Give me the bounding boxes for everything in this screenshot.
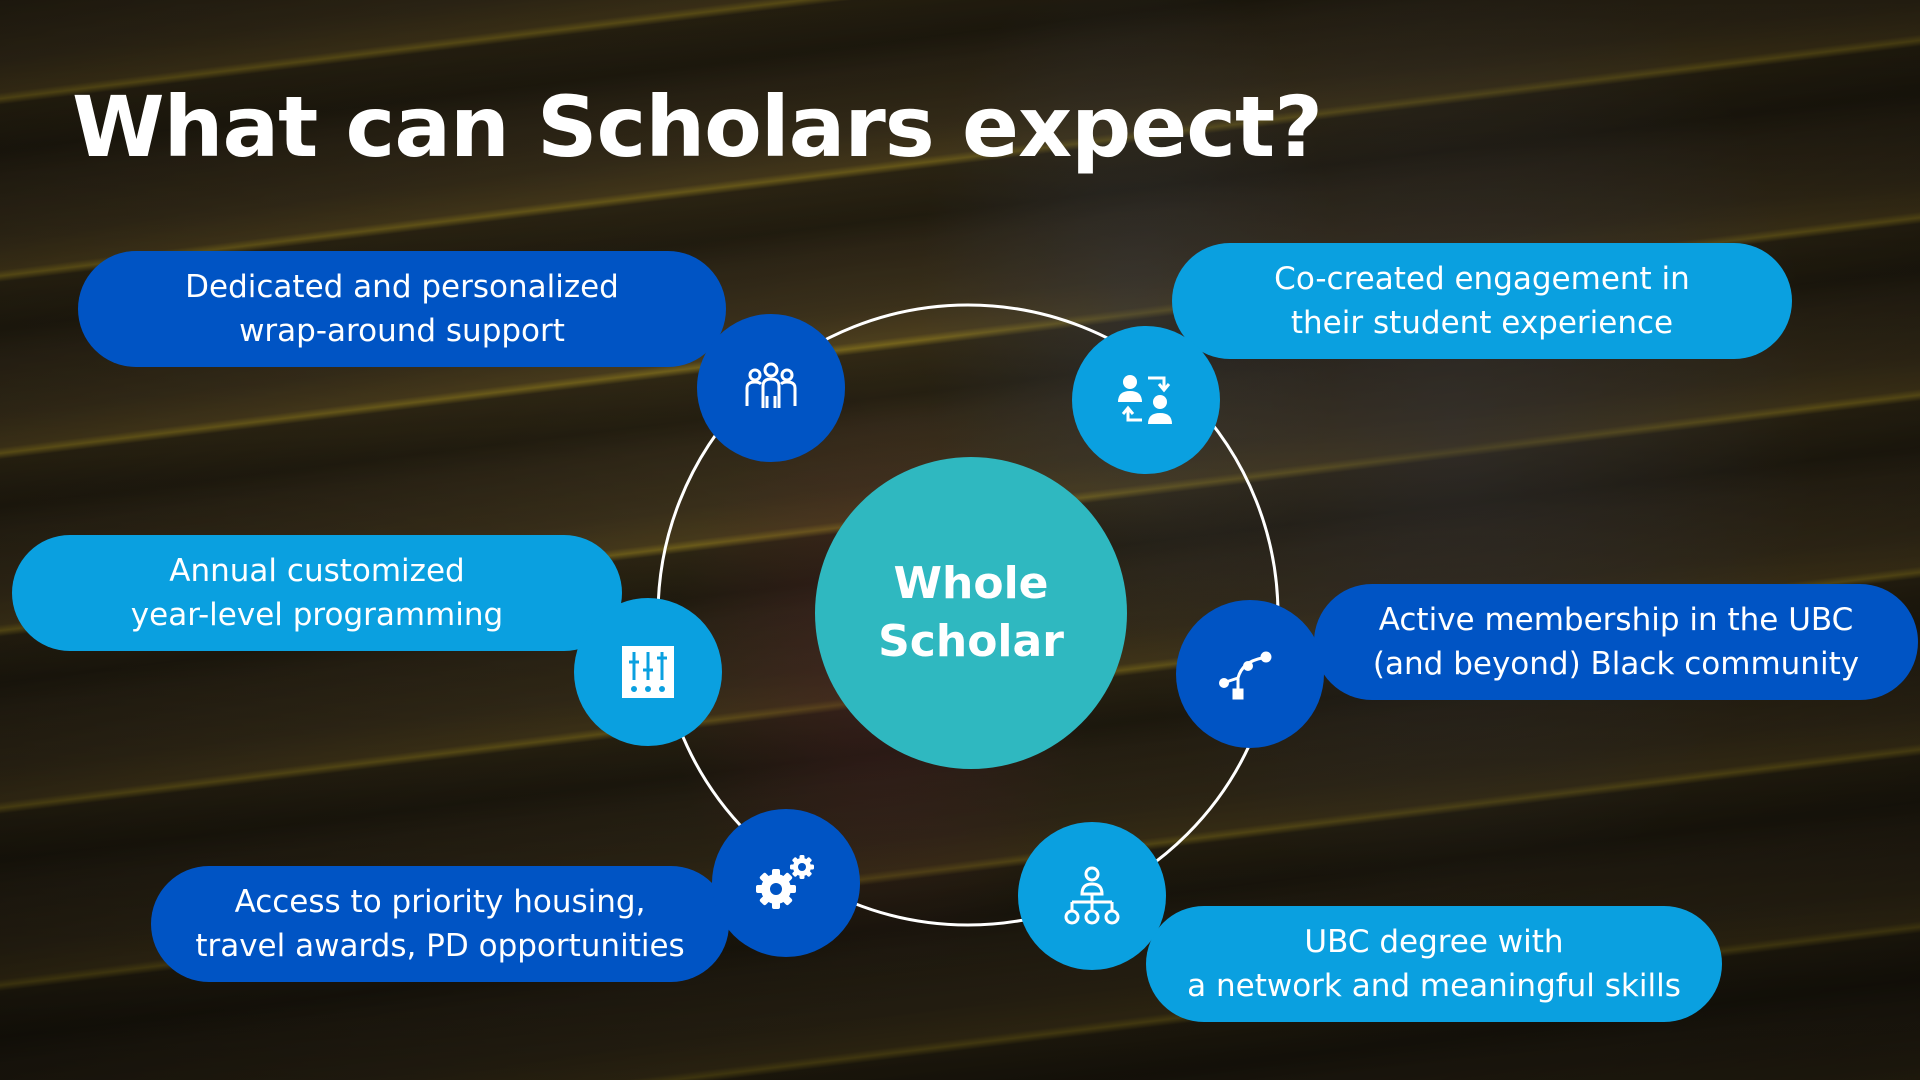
item-text-line: Co-created engagement in <box>1274 261 1690 297</box>
item-icon-circle <box>1018 822 1166 970</box>
item-text-line: Dedicated and personalized <box>185 269 619 305</box>
item-text-line: a network and meaningful skills <box>1187 968 1681 1004</box>
item-text-line: their student experience <box>1290 305 1674 341</box>
item-icon-circle <box>1072 326 1220 474</box>
slide-title: What can Scholars expect? <box>72 78 1323 176</box>
item-text-line: UBC degree with <box>1304 924 1564 960</box>
item-icon-circle <box>1176 600 1324 748</box>
item-text-line: (and beyond) Black community <box>1372 646 1860 682</box>
hierarchy-icon <box>1064 866 1120 925</box>
center-label-line: Scholar <box>878 616 1064 667</box>
sliders-icon <box>622 646 674 698</box>
item-text-line: year-level programming <box>130 597 504 633</box>
item-dedicated-support: Dedicated and personalized wrap-around s… <box>78 251 726 367</box>
item-priority-access: Access to priority housing, travel award… <box>151 866 729 982</box>
item-co-created-engagement: Co-created engagement in their student e… <box>1172 243 1792 359</box>
gears-icon <box>756 855 814 909</box>
item-icon-circle <box>712 809 860 957</box>
item-text-line: travel awards, PD opportunities <box>195 928 685 964</box>
center-label-line: Whole <box>893 558 1049 609</box>
item-text-line: Active membership in the UBC <box>1378 602 1854 638</box>
network-branch-icon <box>1219 651 1272 700</box>
item-degree-network: UBC degree with a network and meaningful… <box>1146 906 1722 1022</box>
item-icon-circle <box>574 598 722 746</box>
item-text-line: Annual customized <box>169 553 465 589</box>
item-annual-programming: Annual customized year-level programming <box>12 535 622 651</box>
people-group-icon <box>745 362 797 408</box>
item-icon-circle <box>697 314 845 462</box>
item-text-line: Access to priority housing, <box>234 884 646 920</box>
item-black-community: Active membership in the UBC (and beyond… <box>1314 584 1918 700</box>
center-circle: Whole Scholar <box>815 457 1127 769</box>
item-text-line: wrap-around support <box>239 313 565 349</box>
user-exchange-icon <box>1118 375 1172 424</box>
